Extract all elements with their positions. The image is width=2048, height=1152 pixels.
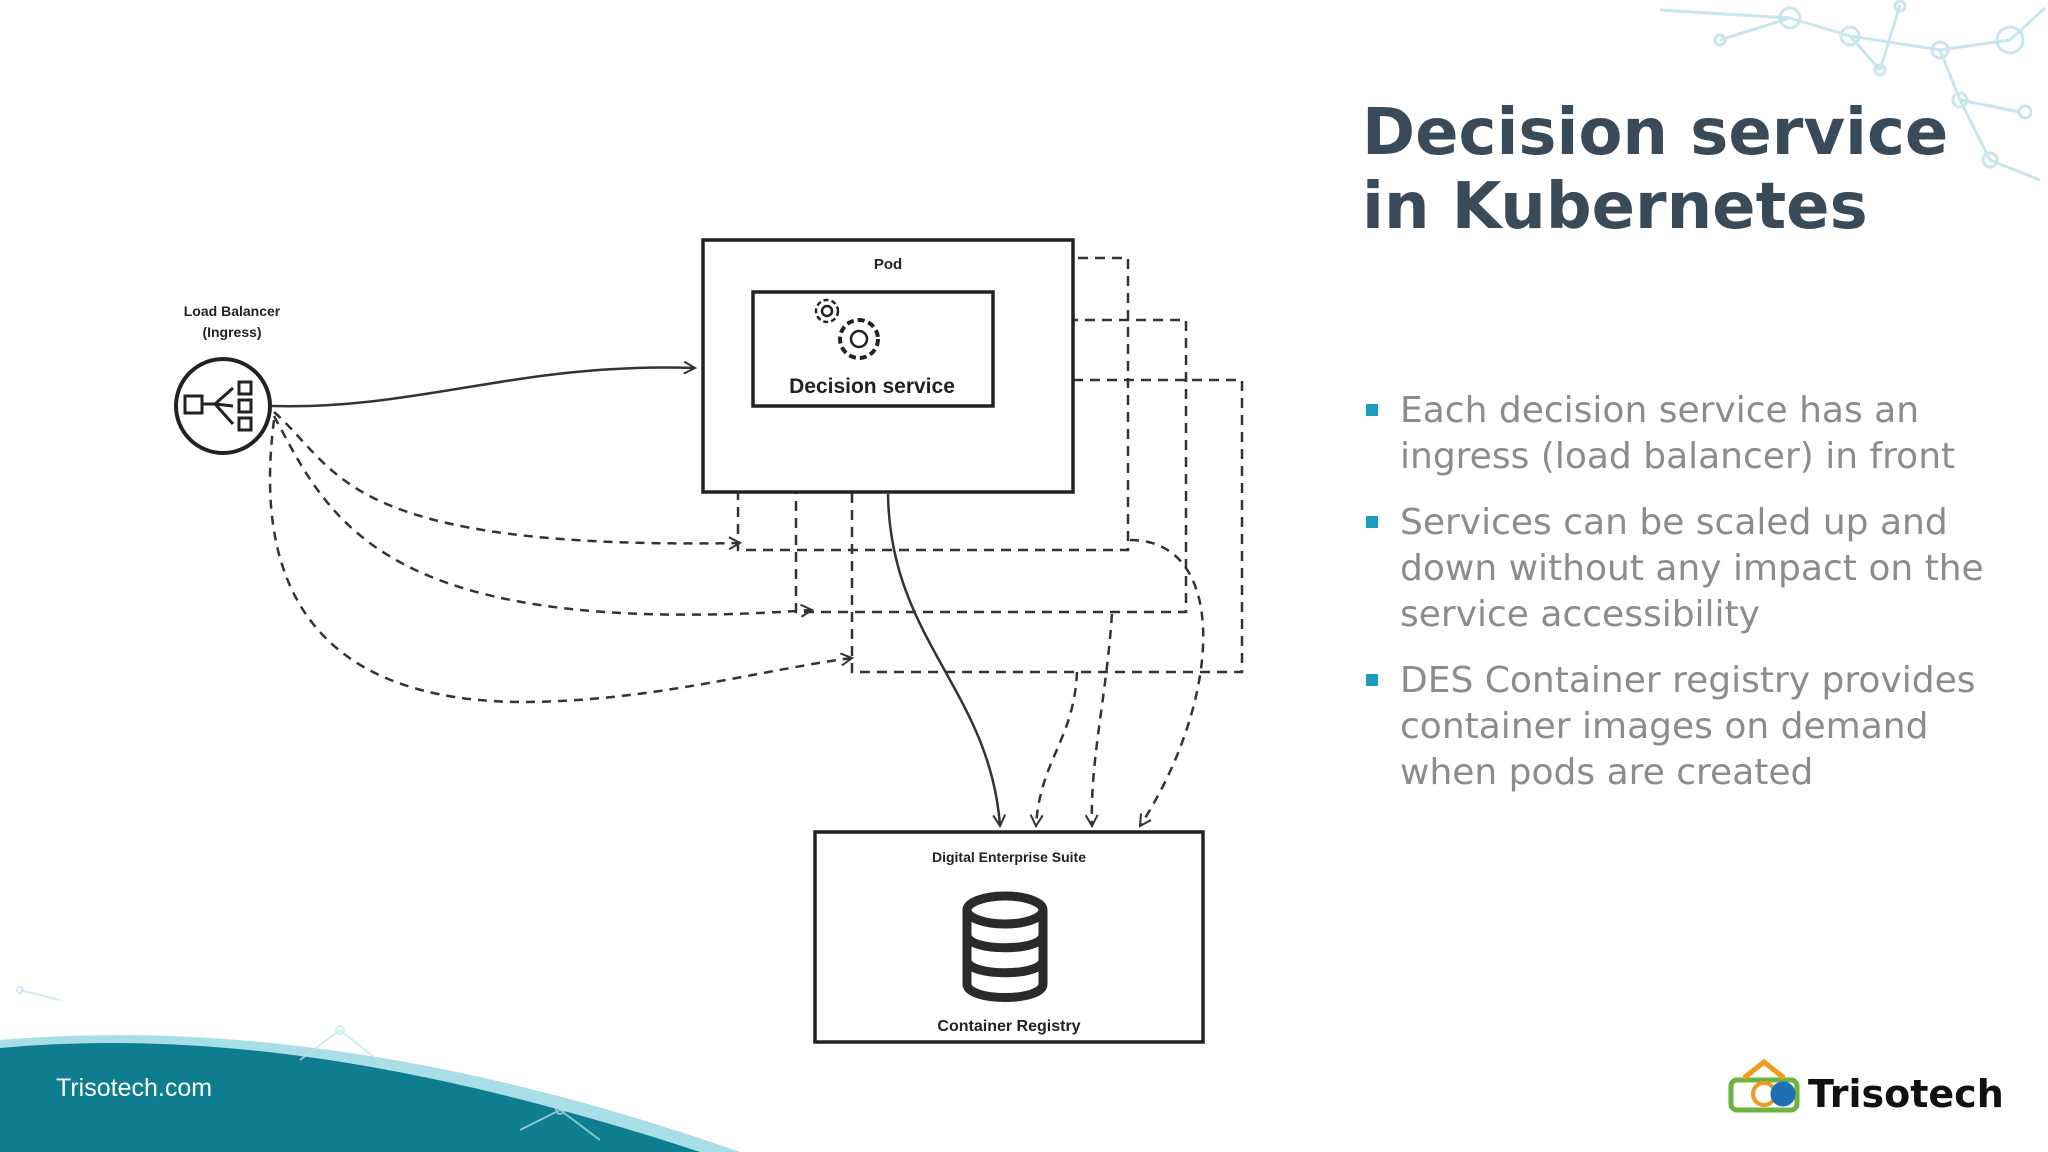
wave-decoration: [0, 986, 740, 1152]
pod-label: Pod: [874, 256, 902, 273]
database-icon: [962, 891, 1048, 1002]
decision-service-label: Decision service: [789, 375, 955, 398]
des-label: Digital Enterprise Suite: [932, 849, 1086, 865]
title-line-1: Decision service: [1362, 96, 1949, 170]
logo-text: Trisotech: [1808, 1072, 2004, 1116]
des-box: Digital Enterprise Suite Container Regis…: [813, 830, 1205, 1044]
bullet-marker-icon: [1366, 674, 1378, 686]
network-decoration: [1659, 0, 2047, 182]
bullet-marker-icon: [1366, 516, 1378, 528]
footer-url[interactable]: Trisotech.com: [56, 1074, 213, 1102]
container-registry-label: Container Registry: [937, 1018, 1080, 1035]
bullet-item: Each decision service has an ingress (lo…: [1362, 388, 2012, 480]
bullet-marker-icon: [1366, 404, 1378, 416]
gears-icon: [814, 298, 880, 360]
load-balancer-label-line1: Load Balancer: [184, 303, 281, 319]
title-line-2: in Kubernetes: [1362, 170, 1868, 244]
bullet-text: DES Container registry provides containe…: [1400, 660, 1976, 793]
bullet-item: DES Container registry provides containe…: [1362, 658, 2012, 796]
bullet-list: Each decision service has an ingress (lo…: [1362, 388, 2012, 816]
registry-connectors: [886, 493, 1205, 826]
bullet-item: Services can be scaled up and down witho…: [1362, 500, 2012, 638]
bullet-text: Services can be scaled up and down witho…: [1400, 502, 1984, 635]
bullet-text: Each decision service has an ingress (lo…: [1400, 390, 1956, 477]
slide-title: Decision service in Kubernetes: [1362, 96, 2002, 244]
ingress-connectors: [268, 367, 852, 704]
load-balancer-icon: [174, 357, 272, 455]
trisotech-logo-icon: [1728, 1058, 1800, 1113]
load-balancer-label-line2: (Ingress): [202, 324, 261, 340]
